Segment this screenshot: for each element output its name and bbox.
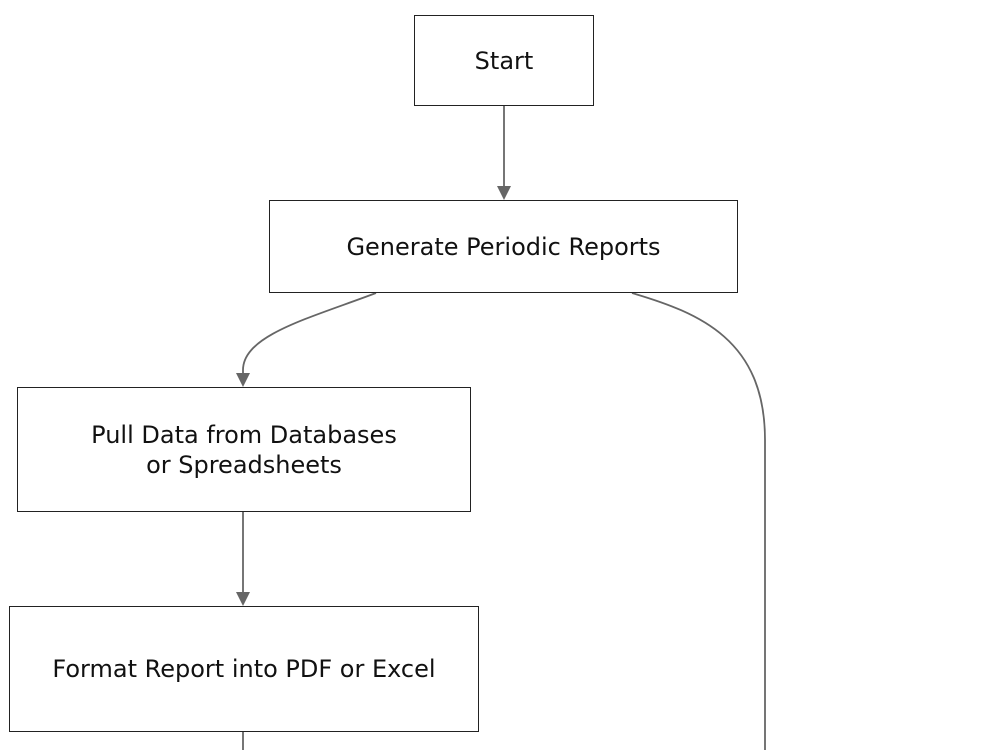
start-node[interactable]: Start (414, 15, 594, 106)
pull-data-label-line2: or Spreadsheets (146, 450, 342, 479)
edge-pull-to-format (236, 512, 250, 606)
pull-data-label: Pull Data from Databases or Spreadsheets (91, 420, 397, 480)
generate-periodic-reports-label: Generate Periodic Reports (346, 232, 661, 261)
format-report-node[interactable]: Format Report into PDF or Excel (9, 606, 479, 732)
format-report-label: Format Report into PDF or Excel (52, 655, 436, 683)
edge-start-to-generate (497, 106, 511, 200)
edge-generate-to-pull (236, 292, 377, 387)
edge-generate-to-offscreen (631, 292, 766, 750)
pull-data-node[interactable]: Pull Data from Databases or Spreadsheets (17, 387, 471, 512)
pull-data-label-line1: Pull Data from Databases (91, 420, 397, 449)
start-node-label: Start (474, 46, 534, 75)
generate-periodic-reports-node[interactable]: Generate Periodic Reports (269, 200, 738, 293)
